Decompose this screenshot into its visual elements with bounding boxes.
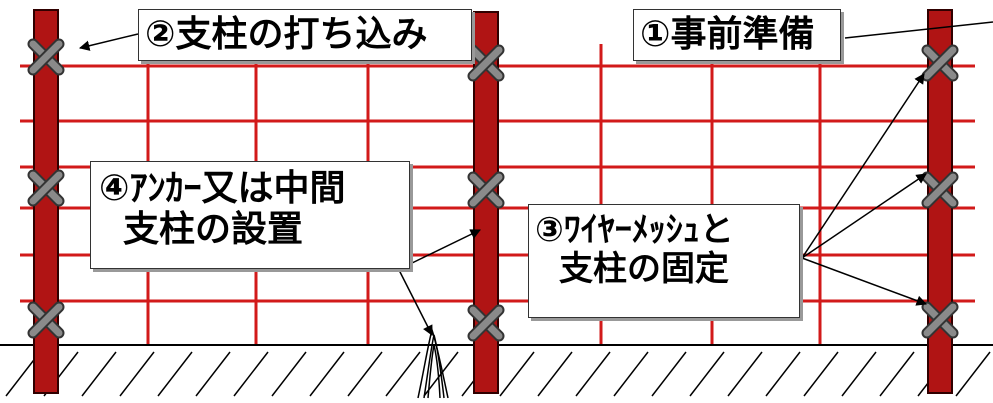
step4-text-line2: 支柱の設置 [123,209,304,251]
ground-hatch [233,351,269,397]
step3-arrow [801,73,925,259]
ground-hatch [537,351,573,397]
clamp [27,301,65,339]
clamp-bar [469,306,503,340]
ground-hatch [575,351,611,397]
step2-label: ②支柱の打ち込み [138,9,472,61]
clamp [467,44,505,82]
step3-text-line2: 支柱の固定 [559,249,729,290]
clamp-bar [469,173,503,207]
step2-text: ②支柱の打ち込み [145,14,428,55]
ground-hatch [651,351,687,397]
clamp-bar [469,46,503,80]
clamp-bar [923,303,957,337]
clamp-bar [923,46,957,80]
step4-text-line1: ④ｱﾝｶｰ又は中間 [99,168,346,209]
ground-hatch [81,351,117,397]
clamp [921,301,959,339]
ground-hatch [119,351,155,397]
clamp-bar [923,173,957,207]
ground-hatch [613,351,649,397]
ground-hatch [879,351,915,397]
clamp [921,44,959,82]
ground-hatch [689,351,725,397]
clamp-bar [29,303,63,337]
ground-hatch [347,351,383,397]
step4-arrow-anchor [397,267,433,336]
ground-hatch [955,351,991,397]
ground-hatch [385,351,421,397]
step4-label: ④ｱﾝｶｰ又は中間 支柱の設置 [90,161,410,269]
step3-text-line1: ③ﾜｲﾔｰﾒｯｼｭと [535,210,734,250]
step3-arrow [801,257,927,306]
step3-label: ③ﾜｲﾔｰﾒｯｼｭと 支柱の固定 [528,204,800,318]
callout-arrows [78,21,993,336]
ground-hatch [727,351,763,397]
step1-label: ①事前準備 [633,9,841,61]
ground-hatch [309,351,345,397]
step1-text: ①事前準備 [640,14,815,55]
clamp [27,169,65,207]
anchor-wire [427,344,441,399]
clamp-bar [29,171,63,205]
ground-hatch [271,351,307,397]
ground-hatch [841,351,877,397]
clamp [467,304,505,342]
post-clamps [27,38,959,342]
ground-hatch [499,351,535,397]
ground-hatch [157,351,193,397]
step4-arrow-post [409,229,481,265]
step2-arrow [78,33,139,51]
anchor-wire [423,334,445,399]
clamp-bar [29,40,63,74]
clamp [921,171,959,209]
clamp [27,38,65,76]
step3-arrow [801,173,927,259]
clamp [467,171,505,209]
ground-hatch [765,351,801,397]
anchor [417,327,449,399]
step1-leader [844,21,993,39]
ground-hatch [195,351,231,397]
ground-hatch [803,351,839,397]
